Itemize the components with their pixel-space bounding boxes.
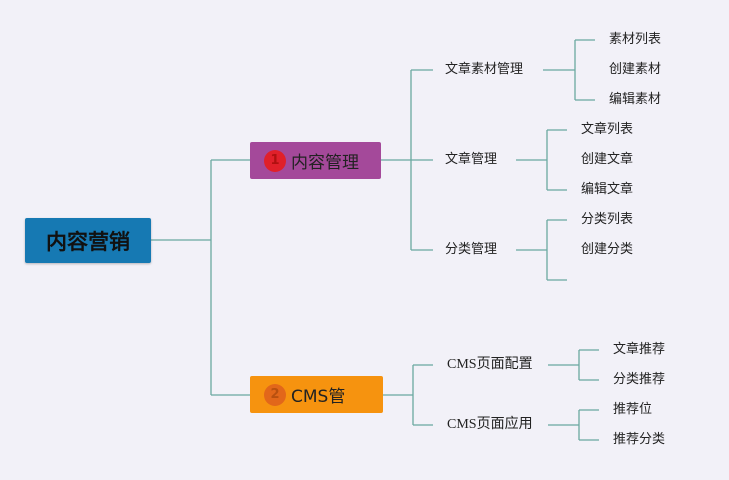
connector-child-1-1: [543, 39, 595, 101]
connector-child-1-3: [516, 219, 567, 281]
branch-node-cms[interactable]: 2 CMS管: [250, 376, 383, 413]
leaf-article-list[interactable]: 文章列表: [581, 122, 634, 137]
root-node[interactable]: 内容营销: [25, 218, 151, 263]
leaf-category-recommend[interactable]: 分类推荐: [613, 372, 666, 387]
leaf-edit-material[interactable]: 编辑素材: [609, 92, 662, 107]
branch-label: CMS管: [291, 387, 346, 407]
leaf-category-list[interactable]: 分类列表: [581, 212, 634, 227]
topic-article-material-management[interactable]: 文章素材管理: [445, 62, 524, 77]
leaf-recommend-category[interactable]: 推荐分类: [613, 432, 666, 447]
topic-cms-page-config[interactable]: CMS页面配置: [447, 357, 533, 372]
root-label: 内容营销: [46, 229, 130, 254]
branch-node-content-management[interactable]: 1 内容管理: [250, 142, 381, 179]
branch-number-badge: 2: [264, 383, 286, 406]
branch-label: 内容管理: [291, 153, 359, 173]
topic-cms-page-apply[interactable]: CMS页面应用: [447, 417, 533, 432]
leaf-article-recommend[interactable]: 文章推荐: [613, 342, 666, 357]
leaf-create-category[interactable]: 创建分类: [581, 242, 634, 257]
connector-branch-1: [381, 69, 433, 251]
leaf-edit-article[interactable]: 编辑文章: [581, 182, 634, 197]
leaf-material-list[interactable]: 素材列表: [609, 32, 662, 47]
leaf-create-article[interactable]: 创建文章: [581, 152, 634, 167]
connector-child-1-2: [516, 129, 567, 191]
branch-number-badge: 1: [264, 149, 286, 172]
leaf-create-material[interactable]: 创建素材: [609, 62, 662, 77]
connector-child-2-2: [548, 409, 599, 441]
topic-article-management[interactable]: 文章管理: [445, 152, 498, 167]
connector-root: [151, 159, 250, 396]
topic-category-management[interactable]: 分类管理: [445, 242, 498, 257]
connector-branch-2: [383, 364, 433, 426]
connector-child-2-1: [548, 349, 599, 381]
leaf-recommend-slot[interactable]: 推荐位: [613, 402, 653, 417]
